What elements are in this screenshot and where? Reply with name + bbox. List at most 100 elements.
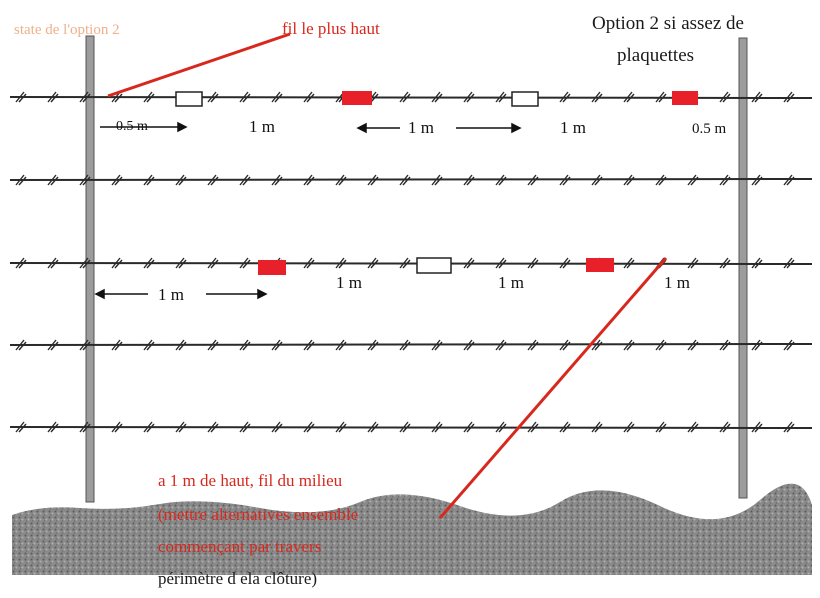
barb: [143, 257, 155, 269]
barb: [463, 257, 475, 269]
white-plate: [175, 91, 203, 107]
barbed-wires: [9, 91, 813, 433]
barb: [367, 174, 379, 186]
barb: [175, 257, 187, 269]
barb: [655, 91, 667, 103]
barb: [463, 91, 475, 103]
barb: [495, 91, 507, 103]
barb: [47, 421, 59, 433]
barb: [79, 339, 91, 351]
barb: [15, 421, 27, 433]
barb: [655, 174, 667, 186]
measure-arrowhead: [177, 121, 188, 133]
barb: [239, 257, 251, 269]
barb: [783, 257, 795, 269]
barb: [367, 257, 379, 269]
barb: [79, 91, 91, 103]
barb: [47, 91, 59, 103]
barb: [239, 339, 251, 351]
white-plate: [416, 257, 452, 274]
barb: [207, 91, 219, 103]
barb: [15, 257, 27, 269]
barb: [399, 257, 411, 269]
barb: [79, 257, 91, 269]
barb: [431, 339, 443, 351]
barb: [751, 91, 763, 103]
barb: [47, 339, 59, 351]
barb: [175, 421, 187, 433]
middle-wire-label-line1: a 1 m de haut, fil du milieu: [158, 471, 343, 490]
barb: [271, 421, 283, 433]
barb: [143, 91, 155, 103]
barb: [687, 421, 699, 433]
barb: [335, 257, 347, 269]
fence-post-right: [738, 37, 748, 499]
barb: [207, 174, 219, 186]
barb: [15, 174, 27, 186]
barb: [495, 339, 507, 351]
barb: [111, 174, 123, 186]
measure-arrowhead: [257, 288, 268, 300]
barb: [431, 91, 443, 103]
barb: [399, 174, 411, 186]
barbed-wire: [9, 426, 813, 429]
barb: [751, 257, 763, 269]
measure-label: 0.5 m: [692, 121, 727, 137]
fence-post-left: [85, 35, 95, 503]
barb: [207, 421, 219, 433]
barb: [111, 257, 123, 269]
barb: [175, 339, 187, 351]
barb: [271, 339, 283, 351]
barb: [239, 174, 251, 186]
leader-line-top: [107, 32, 291, 98]
barb: [623, 174, 635, 186]
red-plate: [586, 258, 614, 272]
barb: [559, 421, 571, 433]
barb: [655, 339, 667, 351]
measure-label: 1 m: [560, 118, 586, 137]
measure-label: 0.5 m: [116, 119, 148, 134]
barb: [527, 257, 539, 269]
barb: [239, 421, 251, 433]
barb: [79, 421, 91, 433]
measure-label: 1 m: [498, 273, 524, 292]
barb: [719, 257, 731, 269]
barb: [527, 339, 539, 351]
barb: [335, 421, 347, 433]
barb: [783, 174, 795, 186]
middle-wire-label-line3: commençant par travers: [158, 537, 322, 556]
barb: [271, 174, 283, 186]
barb: [783, 421, 795, 433]
barb: [687, 257, 699, 269]
barb: [623, 257, 635, 269]
barb: [751, 174, 763, 186]
middle-wire-label-line4: périmètre d ela clôture): [158, 569, 318, 588]
barb: [335, 339, 347, 351]
barb: [271, 91, 283, 103]
barb: [495, 421, 507, 433]
barb: [303, 257, 315, 269]
barb: [111, 339, 123, 351]
barb: [47, 257, 59, 269]
barb: [719, 421, 731, 433]
barb: [623, 91, 635, 103]
measure-label: 1 m: [664, 273, 690, 292]
start-option-label: state de l'option 2: [14, 22, 120, 38]
measure-label: 1 m: [158, 285, 184, 304]
barb: [463, 174, 475, 186]
barb: [751, 421, 763, 433]
barb: [719, 174, 731, 186]
barb: [79, 174, 91, 186]
red-plate: [342, 91, 372, 105]
barb: [143, 339, 155, 351]
option2-label-line1: Option 2 si assez de: [592, 13, 744, 34]
barb: [303, 174, 315, 186]
barb: [207, 339, 219, 351]
barb: [303, 339, 315, 351]
barb: [783, 91, 795, 103]
barb: [303, 421, 315, 433]
barb: [463, 421, 475, 433]
barbed-wire: [9, 343, 813, 346]
